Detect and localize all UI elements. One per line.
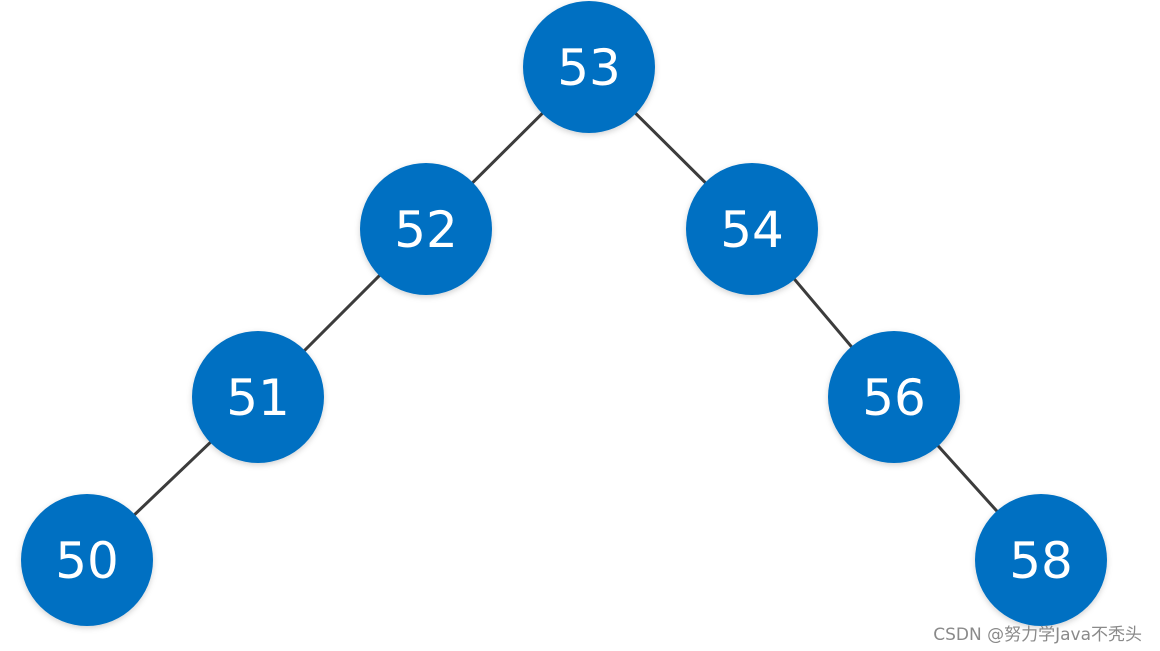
node-label: 54: [720, 201, 784, 259]
tree-node-58: 58: [975, 494, 1107, 626]
node-circle: [21, 494, 153, 626]
tree-node-54: 54: [686, 163, 818, 295]
watermark: CSDN @努力学Java不秃头: [933, 625, 1142, 645]
node-label: 58: [1009, 532, 1073, 590]
tree-node-56: 56: [828, 331, 960, 463]
node-circle: [828, 331, 960, 463]
tree-node-50: 50: [21, 494, 153, 626]
node-label: 51: [226, 369, 290, 427]
node-circle: [360, 163, 492, 295]
tree-node-51: 51: [192, 331, 324, 463]
edges-layer: [85, 65, 1043, 562]
nodes-layer: 53 52 54 51 56 50 58: [21, 1, 1107, 626]
node-circle: [523, 1, 655, 133]
node-circle: [686, 163, 818, 295]
node-circle: [975, 494, 1107, 626]
tree-node-53: 53: [523, 1, 655, 133]
node-label: 53: [557, 39, 621, 97]
node-label: 52: [394, 201, 458, 259]
tree-node-52: 52: [360, 163, 492, 295]
node-label: 56: [862, 369, 926, 427]
node-circle: [192, 331, 324, 463]
node-label: 50: [55, 532, 119, 590]
